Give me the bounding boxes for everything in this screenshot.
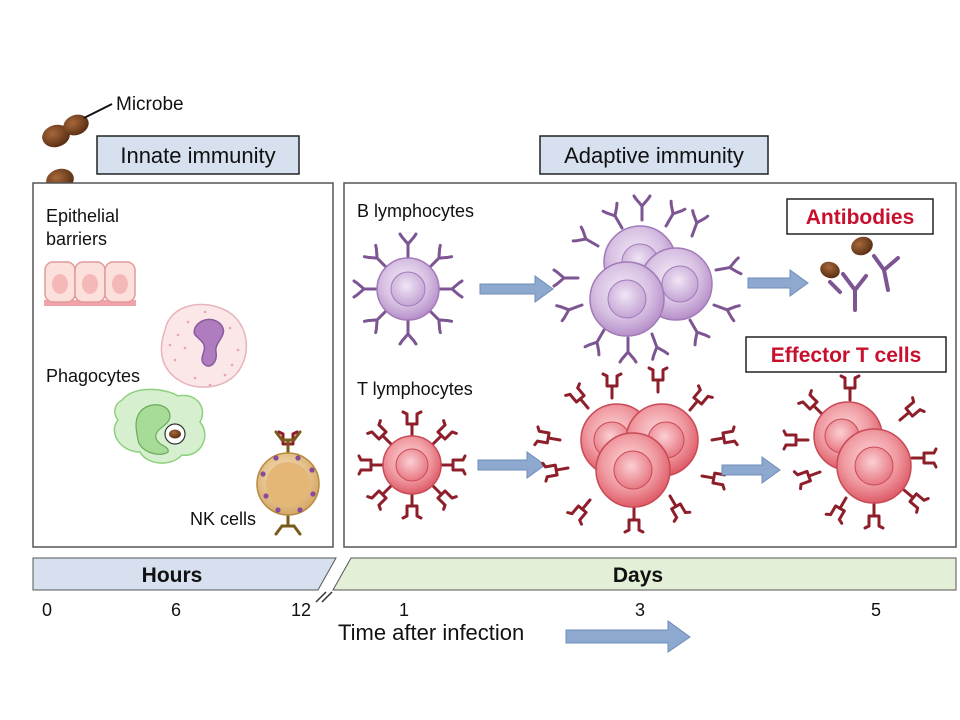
antibody-icon <box>820 236 900 312</box>
hours-band: Hours <box>32 557 337 591</box>
innate-title: Innate immunity <box>120 143 275 168</box>
microbe-pointer <box>83 103 113 119</box>
innate-title-box: Innate immunity <box>96 135 300 175</box>
b-lymphocytes-label: B lymphocytes <box>357 201 474 221</box>
effector-t-cells-label: Effector T cells <box>771 344 922 367</box>
t-cell-cluster-icon <box>533 366 739 534</box>
microbe-icon <box>42 124 70 148</box>
b-differentiation-arrow <box>747 269 809 297</box>
effector-t-cells-box: Effector T cells <box>745 336 947 373</box>
microbe-icon <box>63 114 89 136</box>
days-band: Days <box>332 557 957 591</box>
microbe-icon <box>169 429 181 439</box>
axis-break <box>315 591 333 603</box>
hours-label: Hours <box>142 564 203 587</box>
antibodies-label: Antibodies <box>806 206 915 229</box>
neutrophil-icon <box>160 303 248 388</box>
t-differentiation-arrow <box>721 456 781 484</box>
days-label: Days <box>613 564 663 587</box>
antibodies-box: Antibodies <box>786 198 934 235</box>
microbe-label: Microbe <box>116 94 184 115</box>
microbe-icon <box>820 261 840 279</box>
adaptive-title: Adaptive immunity <box>564 143 744 168</box>
tick-label: 1 <box>399 600 409 620</box>
nk-cell-icon <box>256 430 320 536</box>
time-arrow <box>565 620 691 653</box>
tick-label: 0 <box>42 600 52 620</box>
time-axis-label: Time after infection <box>338 620 524 645</box>
effector-t-cells-icon <box>782 374 938 530</box>
tick-label: 12 <box>291 600 311 620</box>
epithelial-label-line1: Epithelial <box>46 206 119 226</box>
tick-label: 3 <box>635 600 645 620</box>
t-proliferation-arrow <box>477 451 546 479</box>
epithelial-label-line2: barriers <box>46 229 107 249</box>
epithelial-cells-icon <box>44 261 136 306</box>
b-cell-icon <box>352 232 464 346</box>
macrophage-icon <box>113 388 206 464</box>
nk-cells-label: NK cells <box>190 509 256 529</box>
tick-label: 6 <box>171 600 181 620</box>
t-cell-icon <box>357 410 467 520</box>
b-cell-cluster-icon <box>552 194 743 364</box>
adaptive-title-box: Adaptive immunity <box>539 135 769 175</box>
phagocytes-label: Phagocytes <box>46 366 140 386</box>
microbe-icon <box>851 236 873 256</box>
t-lymphocytes-label: T lymphocytes <box>357 379 473 399</box>
tick-label: 5 <box>871 600 881 620</box>
b-proliferation-arrow <box>479 275 554 303</box>
